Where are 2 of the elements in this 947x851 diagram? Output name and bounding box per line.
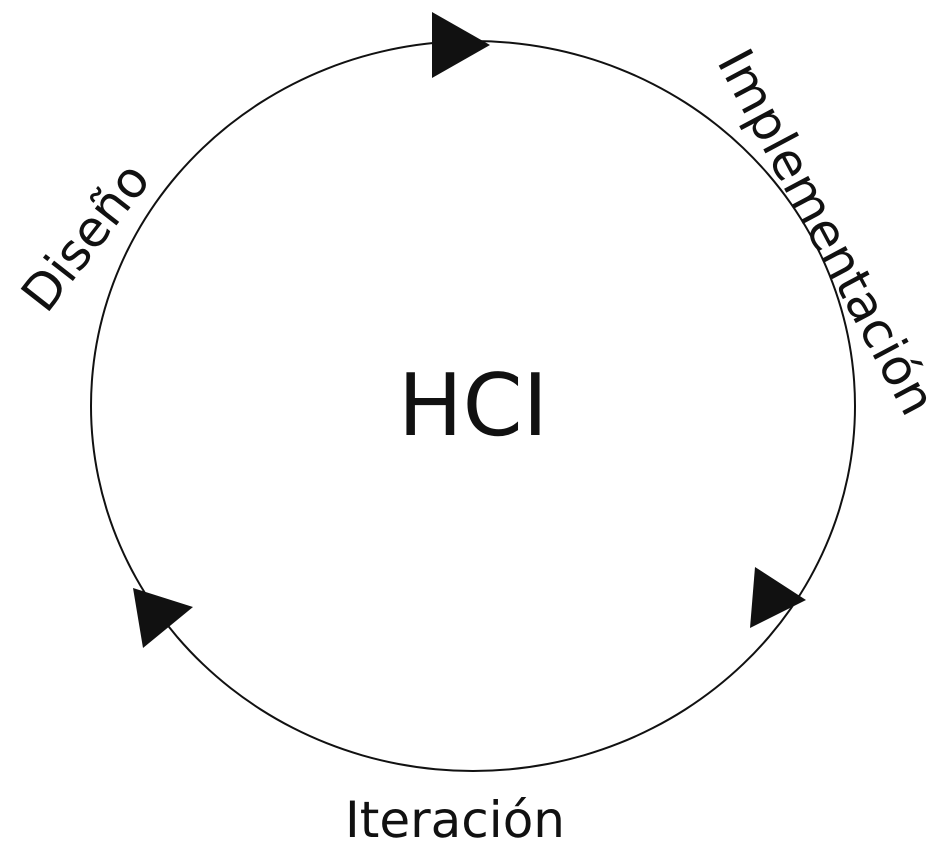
phase-label: Iteración (345, 795, 565, 845)
center-label: HCI (398, 363, 548, 449)
